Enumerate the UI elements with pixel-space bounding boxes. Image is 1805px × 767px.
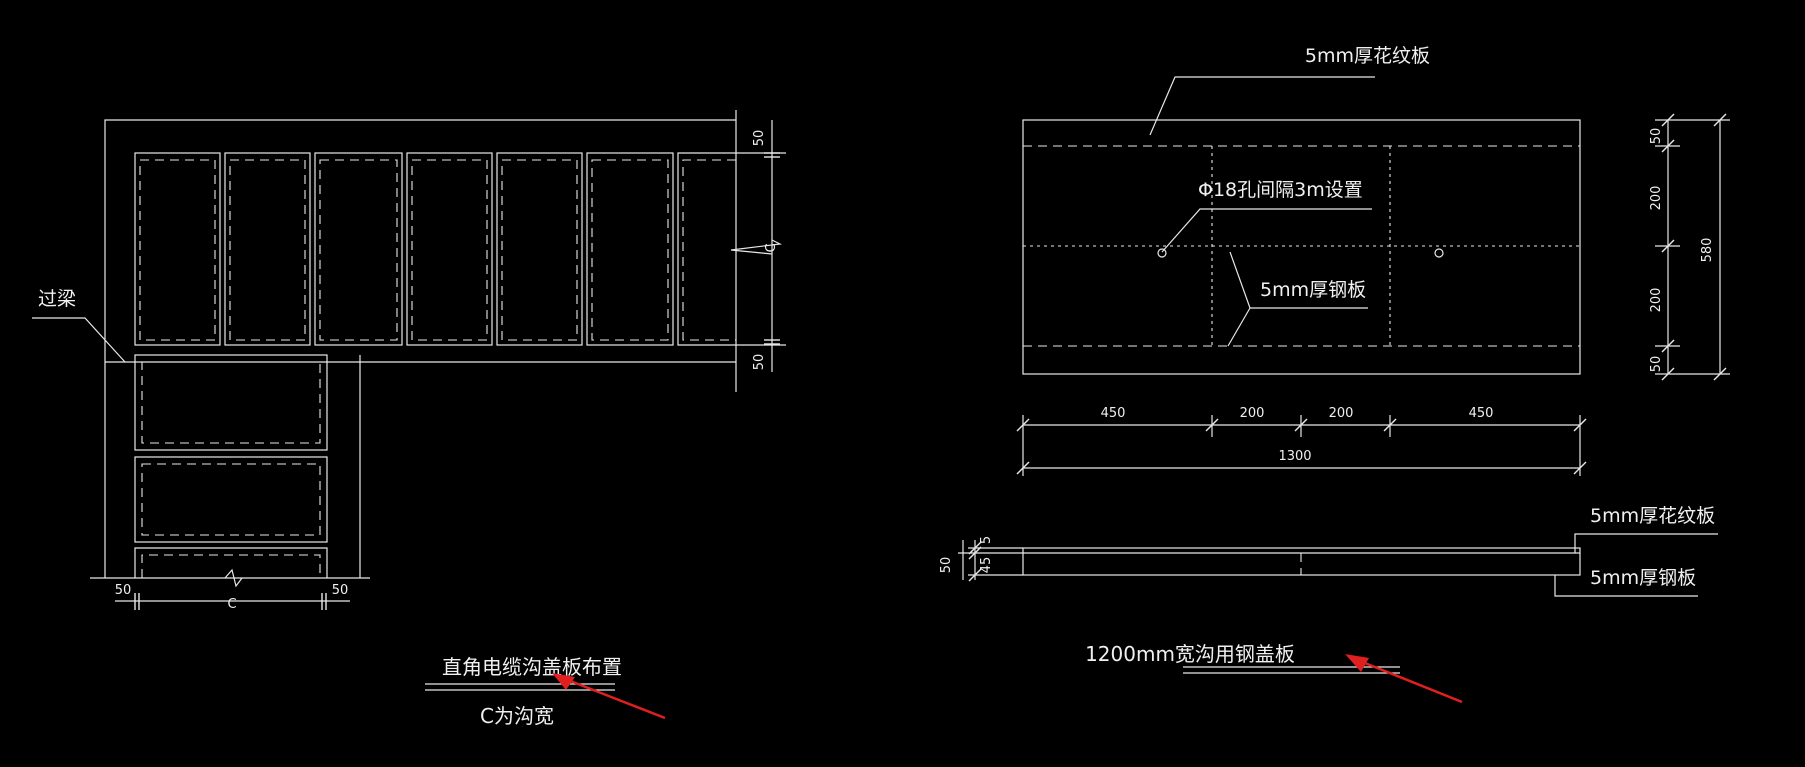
h-dim-4: 450	[1469, 406, 1494, 421]
h-dim-3: 200	[1329, 406, 1354, 421]
bottom-dimension	[115, 593, 350, 610]
red-arrow-right	[1349, 655, 1463, 704]
hole-left	[1157, 248, 1167, 258]
v-dim-4: 50	[1649, 356, 1664, 373]
section-top-leader	[1574, 533, 1718, 553]
h-dim-1: 450	[1101, 406, 1126, 421]
red-arrow-left-head	[552, 673, 575, 690]
section-dim-5: 5	[979, 536, 994, 544]
horizontal-cover-plates	[134, 152, 736, 346]
right-title: 1200mm宽沟用钢盖板	[1085, 642, 1295, 666]
section-dim-50: 50	[939, 557, 954, 574]
left-subtitle: C为沟宽	[480, 704, 554, 728]
hole-right	[1434, 248, 1444, 258]
v-dim-2: 200	[1649, 186, 1664, 211]
h-dim-2: 200	[1240, 406, 1265, 421]
vertical-dimensions	[1655, 113, 1730, 381]
total-height: 580	[1700, 238, 1715, 263]
red-arrow-left	[554, 673, 666, 720]
right-dim-c: C	[764, 243, 779, 252]
plate-plan-outline	[1022, 119, 1581, 375]
right-dim-50-bottom: 50	[752, 354, 767, 371]
plate-label: 5mm厚钢板	[1260, 279, 1366, 301]
section-dimensions	[958, 540, 1023, 582]
break-symbol-bottom	[224, 568, 243, 588]
left-cover-plate-layout: 50 C 50 50 C 50 过梁 直角电缆沟盖板布置 C为沟宽	[32, 110, 786, 728]
total-width: 1300	[1278, 449, 1311, 464]
top-label: 5mm厚花纹板	[1305, 45, 1430, 67]
hole-label: Φ18孔间隔3m设置	[1198, 179, 1363, 201]
left-title: 直角电缆沟盖板布置	[442, 655, 622, 679]
section-label-top: 5mm厚花纹板	[1590, 505, 1715, 527]
branch-cover-plates	[134, 354, 328, 578]
bottom-dim-c: C	[227, 597, 236, 612]
top-label-leader	[1149, 76, 1375, 136]
bottom-dim-50-left: 50	[115, 583, 132, 598]
v-dim-1: 50	[1649, 128, 1664, 145]
section-label-bottom: 5mm厚钢板	[1590, 567, 1696, 589]
trench-outer-wall	[104, 119, 736, 578]
right-dimension	[730, 120, 786, 372]
hole-label-leader	[1161, 208, 1372, 253]
beam-label: 过梁	[38, 288, 76, 310]
red-arrow-right-head	[1345, 654, 1369, 672]
beam-leader	[32, 317, 126, 363]
section-dim-45: 45	[979, 557, 994, 574]
plate-label-leader-2	[1227, 307, 1251, 347]
right-dim-50-top: 50	[752, 130, 767, 147]
right-steel-cover-plate: 5mm厚花纹板 Φ18孔间隔3m设置 5mm厚钢板 450 200 200 45…	[939, 45, 1730, 704]
section-bottom-leader	[1554, 575, 1698, 597]
bottom-dim-50-right: 50	[332, 583, 349, 598]
v-dim-3: 200	[1649, 288, 1664, 313]
horizontal-dimensions	[1016, 415, 1587, 476]
